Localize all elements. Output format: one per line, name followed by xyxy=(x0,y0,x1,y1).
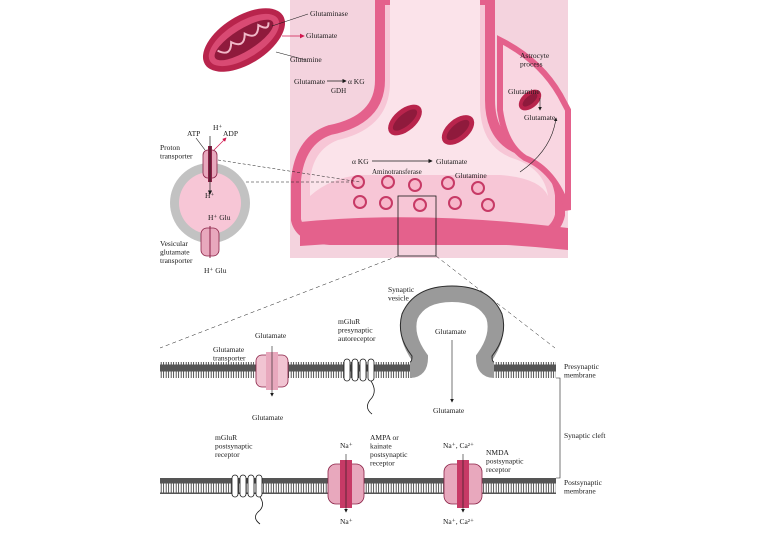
gdh-label: GDH xyxy=(331,87,346,95)
label-line: presynaptic xyxy=(338,326,373,335)
label-line: vesicle xyxy=(388,294,409,303)
glutaminase-mitochondrion xyxy=(202,8,286,72)
h-glu-label: H⁺ Glu xyxy=(208,213,231,222)
label-line: Vesicular xyxy=(160,239,188,248)
leader xyxy=(275,51,307,61)
adp-label: ADP xyxy=(223,129,238,138)
label-line: receptor xyxy=(486,465,511,474)
label-line: membrane xyxy=(564,487,596,496)
label-line: mGluR xyxy=(215,433,237,442)
axon-inner xyxy=(310,0,548,196)
vesicle-inset xyxy=(170,136,250,258)
label-line: Presynaptic xyxy=(564,362,600,371)
glutamine-arrow xyxy=(519,117,558,173)
astrocyte-glutamine-label: Glutamine xyxy=(508,87,540,96)
label-line: Astrocyte xyxy=(520,51,550,60)
inset-connector xyxy=(217,159,361,183)
mglur-postsynaptic-receptor xyxy=(231,474,263,525)
na-ca-bottom-label: Na⁺, Ca²⁺ xyxy=(443,517,474,526)
glutaminase-label: Glutaminase xyxy=(310,9,349,18)
mito-glutamine-label: Glutamine xyxy=(290,55,322,64)
nmda-receptor xyxy=(443,454,483,513)
adp-arrow xyxy=(213,137,227,151)
label-line: Proton xyxy=(160,143,180,152)
na-bottom-ampa-label: Na⁺ xyxy=(340,517,353,526)
terminal-glutamine-label: Glutamine xyxy=(455,171,487,180)
h-top-label: H⁺ xyxy=(213,123,222,132)
glutamate-transporter xyxy=(255,346,289,397)
label-line: Glutamate xyxy=(213,345,245,354)
postsynaptic-band xyxy=(300,217,568,250)
cleft-bracket xyxy=(556,377,561,479)
label-line: receptor xyxy=(370,459,395,468)
atp-arrow xyxy=(195,137,206,151)
transporter-glutamate-top-label: Glutamate xyxy=(255,331,287,340)
label-line: mGluR xyxy=(338,317,360,326)
mito-glutamate-label: Glutamate xyxy=(306,31,338,40)
label-line: receptor xyxy=(215,450,240,459)
label-line: AMPA or xyxy=(370,433,399,442)
astrocyte-mitochondrion xyxy=(518,89,542,111)
akg-label: α KG xyxy=(348,77,365,86)
presynaptic-membrane-right xyxy=(494,362,556,378)
terminal-mitochondrion xyxy=(388,104,422,136)
aminotransferase-label: Aminotransferase xyxy=(372,168,422,176)
label-line: autoreceptor xyxy=(338,334,376,343)
label-line: postsynaptic xyxy=(486,457,524,466)
na-ca-top-label: Na⁺, Ca²⁺ xyxy=(443,441,474,450)
mglur-presynaptic-receptor xyxy=(343,358,375,415)
zoom-box xyxy=(397,195,437,257)
label-line: Synaptic xyxy=(388,285,415,294)
zoom-line-left xyxy=(159,255,399,349)
ampa-kainate-receptor xyxy=(327,454,365,513)
h-glu-bottom-label: H⁺ Glu xyxy=(204,266,227,275)
terminal-panel xyxy=(290,0,571,258)
vesicular-glutamate-transporter xyxy=(200,226,220,258)
terminal-glutamate-label: Glutamate xyxy=(436,157,468,166)
label-line: Postsynaptic xyxy=(564,478,603,487)
transporter-glutamate-bottom-label: Glutamate xyxy=(252,413,284,422)
astrocyte-process xyxy=(497,35,571,211)
label-line: membrane xyxy=(564,371,596,380)
label-line: transporter xyxy=(213,354,246,363)
akg-glutamate-label: Glutamate xyxy=(294,77,326,86)
vesicle-glutamate-label: Glutamate xyxy=(435,327,467,336)
label-line: postsynaptic xyxy=(370,450,408,459)
inset-vesicle-inner xyxy=(179,172,241,234)
label-line: kainate xyxy=(370,442,392,451)
fused-vesicle-outline xyxy=(399,285,505,363)
atp-label: ATP xyxy=(187,129,200,138)
terminal-mitochondrion xyxy=(441,115,475,145)
na-top-ampa-label: Na⁺ xyxy=(340,441,353,450)
label-line: postsynaptic xyxy=(215,442,253,451)
released-glutamate-label: Glutamate xyxy=(433,406,465,415)
label-line: process xyxy=(520,60,543,69)
h-inside-label: H⁺ xyxy=(205,191,214,200)
label-line: glutamate xyxy=(160,248,190,257)
fused-synaptic-vesicle xyxy=(400,285,504,378)
terminal-akg-label: α KG xyxy=(352,157,369,166)
astrocyte-glutamate-label: Glutamate xyxy=(524,113,556,122)
synaptic-cleft-label: Synaptic cleft xyxy=(564,431,606,440)
label-line: NMDA xyxy=(486,448,510,457)
label-line: transporter xyxy=(160,152,193,161)
terminal-vesicles xyxy=(351,175,495,212)
leader xyxy=(271,13,309,27)
label-line: transporter xyxy=(160,256,193,265)
